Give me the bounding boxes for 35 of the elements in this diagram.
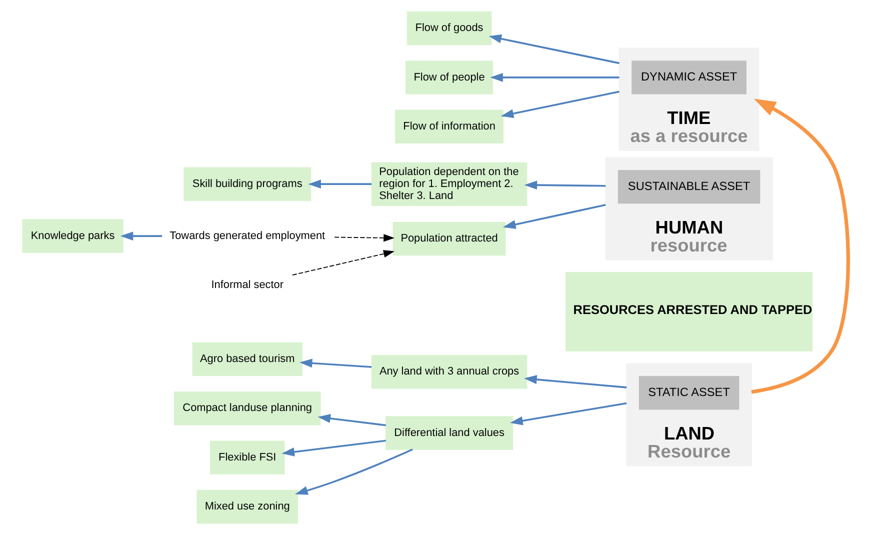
node-box: Population dependent on the region for 1. Employment 2. Shelter 3. Land bbox=[370, 162, 527, 206]
node-box: Any land with 3 annual crops bbox=[370, 355, 527, 389]
arrow bbox=[502, 204, 606, 229]
node-text: Informal sector bbox=[210, 279, 283, 292]
arrow bbox=[500, 90, 619, 118]
node-box: Compact landuse planning bbox=[173, 391, 320, 426]
node-box: Flow of people bbox=[405, 60, 493, 94]
node-box: Flexible FSI bbox=[209, 440, 284, 474]
arrow bbox=[308, 180, 372, 189]
arrow bbox=[750, 98, 850, 394]
node-box: Flow of goods bbox=[406, 11, 492, 46]
arrow bbox=[281, 440, 386, 456]
node-box: Skill building programs bbox=[183, 167, 311, 201]
node-box: RESOURCES ARRESTED AND TAPPED bbox=[565, 272, 812, 352]
arrow bbox=[332, 234, 394, 242]
arrow bbox=[488, 34, 619, 64]
node-text: Towards generated employment bbox=[169, 230, 325, 242]
arrow bbox=[490, 72, 619, 82]
node-box: SUSTAINABLE ASSET bbox=[617, 170, 760, 204]
node-box: STATIC ASSET bbox=[638, 376, 739, 410]
node-box: Differential land values bbox=[384, 416, 513, 450]
node-box: Population attracted bbox=[392, 222, 506, 256]
arrow bbox=[120, 232, 162, 241]
arrow bbox=[317, 414, 386, 426]
arrow bbox=[524, 375, 626, 388]
node-box: Agro based tourism bbox=[192, 342, 302, 376]
arrow bbox=[298, 358, 372, 368]
node-box: Knowledge parks bbox=[22, 219, 123, 253]
arrow bbox=[524, 180, 606, 190]
arrow bbox=[510, 402, 626, 426]
node-box: Flow of information bbox=[394, 110, 504, 144]
arrow bbox=[294, 448, 412, 495]
node-box: Mixed use zoning bbox=[196, 490, 298, 524]
node-box: DYNAMIC ASSET bbox=[631, 60, 746, 94]
arrow bbox=[290, 250, 394, 276]
